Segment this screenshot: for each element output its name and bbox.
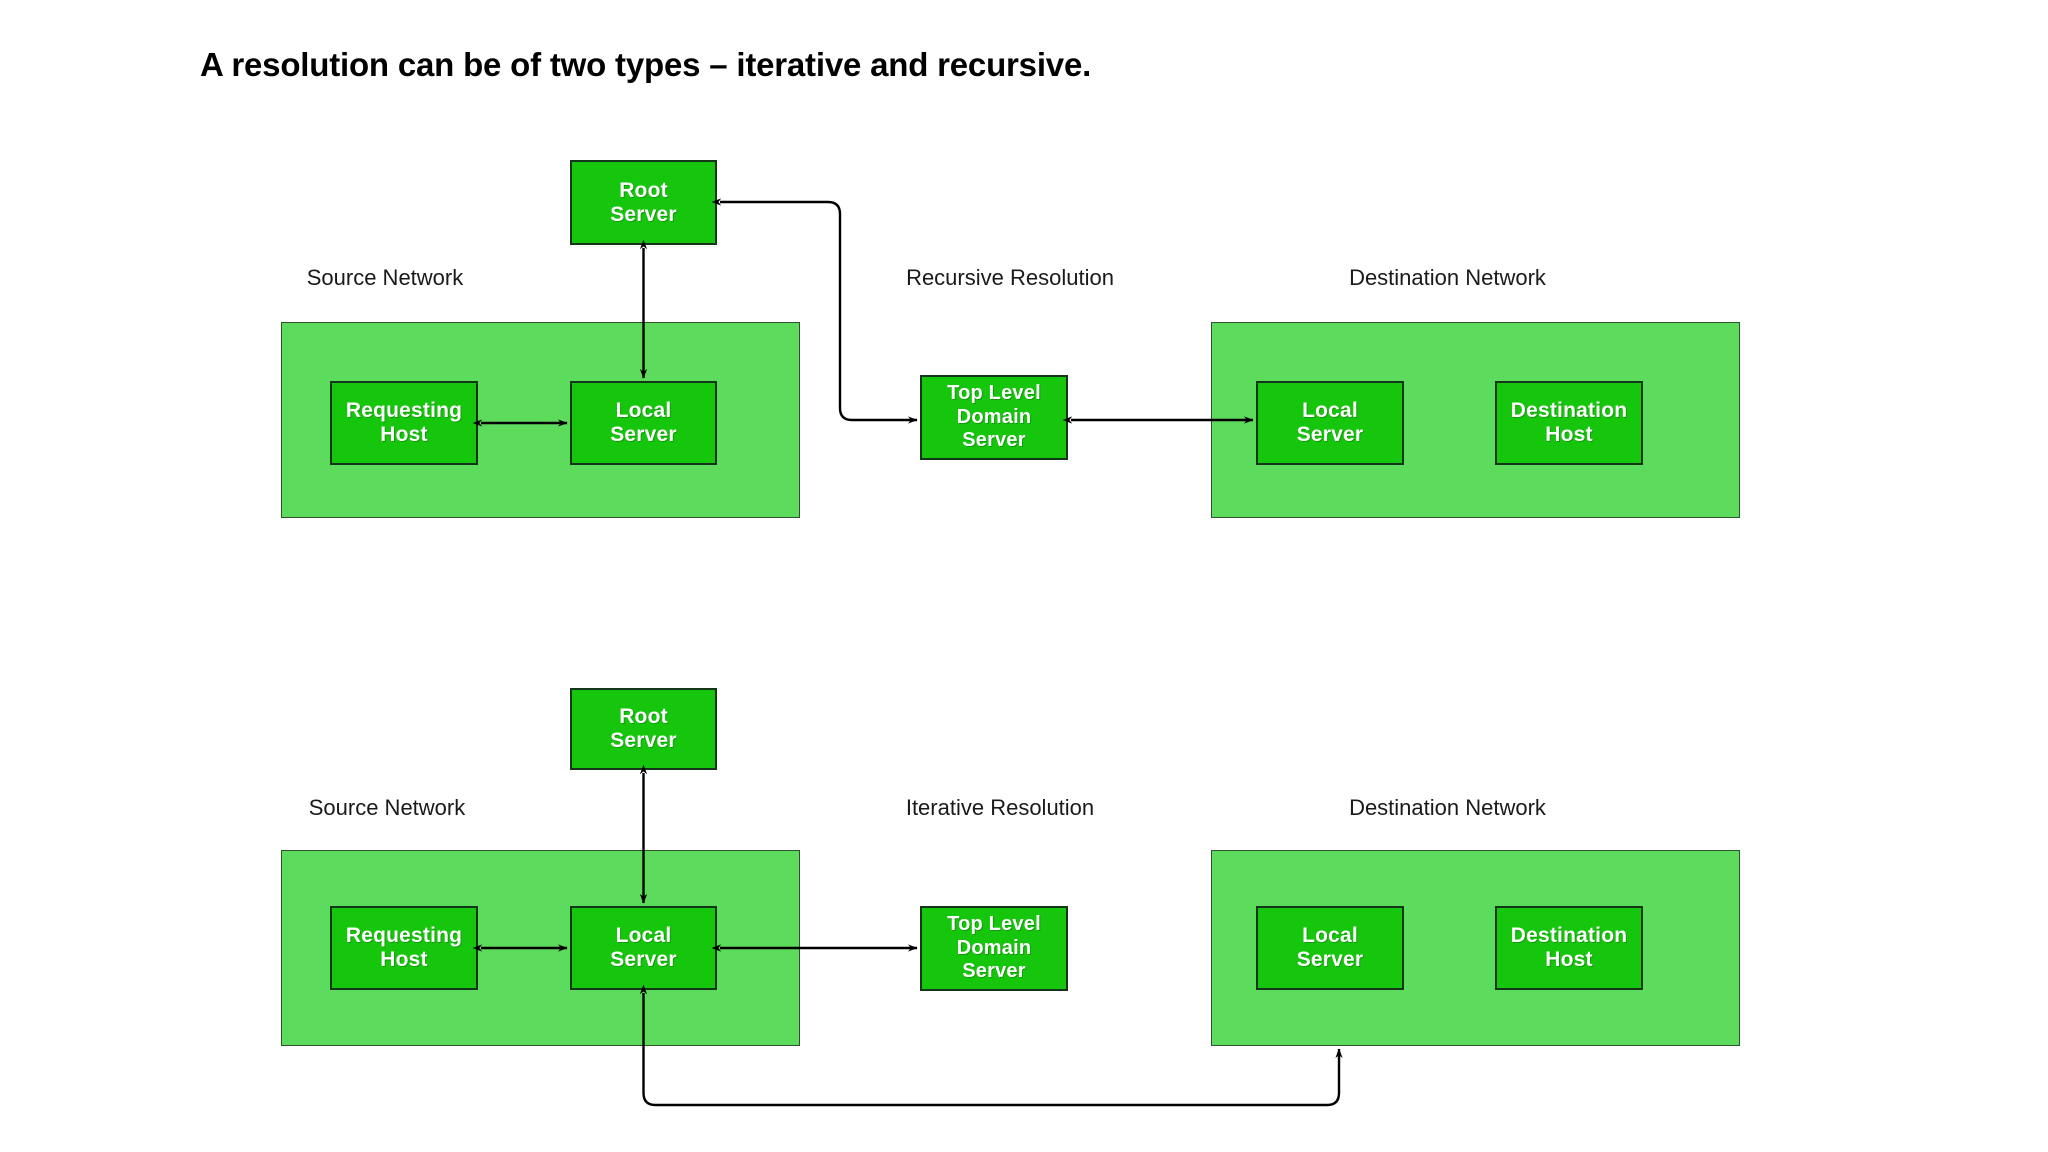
requesting-host-line-2: Host — [380, 423, 428, 446]
node-dest-local-server-iterative[interactable]: Local Server — [1256, 906, 1404, 990]
node-source-local-server-iterative[interactable]: Local Server — [570, 906, 717, 990]
dest-local-server-line-1: Local — [1302, 924, 1358, 948]
tld-server-line-3: Server — [962, 960, 1026, 983]
tld-server-line-1: Top Level — [947, 913, 1041, 936]
requesting-host-line-1: Requesting — [345, 924, 463, 948]
destination-host-line-2: Host — [1545, 948, 1593, 971]
caption-source-network-recursive: Source Network — [306, 265, 464, 290]
node-requesting-host-recursive[interactable]: Requesting Host — [330, 381, 478, 465]
caption-destination-network-recursive: Destination Network — [1349, 265, 1546, 290]
root-server-line-1: Root — [619, 178, 668, 202]
caption-source-network-iterative: Source Network — [308, 795, 466, 820]
node-root-server-iterative[interactable]: Root Server — [570, 688, 717, 770]
node-tld-server-iterative[interactable]: Top Level Domain Server — [920, 906, 1068, 991]
requesting-host-line-2: Host — [380, 948, 428, 971]
caption-iterative-resolution: Iterative Resolution — [905, 795, 1095, 820]
root-server-line-1: Root — [619, 705, 668, 729]
tld-server-line-3: Server — [962, 429, 1026, 452]
tld-server-line-1: Top Level — [947, 382, 1041, 405]
destination-host-line-1: Destination — [1510, 399, 1628, 423]
page-title: A resolution can be of two types – itera… — [200, 46, 1092, 83]
node-destination-host-recursive[interactable]: Destination Host — [1495, 381, 1643, 465]
dest-local-server-line-2: Server — [1296, 423, 1364, 446]
root-server-line-2: Server — [610, 202, 677, 226]
node-source-local-server-recursive[interactable]: Local Server — [570, 381, 717, 465]
requesting-host-line-1: Requesting — [345, 399, 463, 423]
tld-server-line-2: Domain — [956, 936, 1032, 959]
source-local-server-line-2: Server — [610, 423, 677, 446]
source-local-server-line-2: Server — [610, 948, 677, 971]
source-local-server-line-1: Local — [615, 399, 672, 423]
node-destination-host-iterative[interactable]: Destination Host — [1495, 906, 1643, 990]
dest-local-server-line-2: Server — [1296, 948, 1364, 971]
node-dest-local-server-recursive[interactable]: Local Server — [1256, 381, 1404, 465]
caption-destination-network-iterative: Destination Network — [1349, 795, 1546, 820]
node-tld-server-recursive[interactable]: Top Level Domain Server — [920, 375, 1068, 460]
node-root-server-recursive[interactable]: Root Server — [570, 160, 717, 245]
destination-host-line-2: Host — [1545, 423, 1593, 446]
tld-server-line-2: Domain — [956, 405, 1032, 428]
node-requesting-host-iterative[interactable]: Requesting Host — [330, 906, 478, 990]
source-local-server-line-1: Local — [615, 924, 672, 948]
root-server-line-2: Server — [610, 729, 677, 752]
dest-local-server-line-1: Local — [1302, 399, 1358, 423]
caption-recursive-resolution: Recursive Resolution — [906, 265, 1114, 290]
destination-host-line-1: Destination — [1510, 924, 1628, 948]
